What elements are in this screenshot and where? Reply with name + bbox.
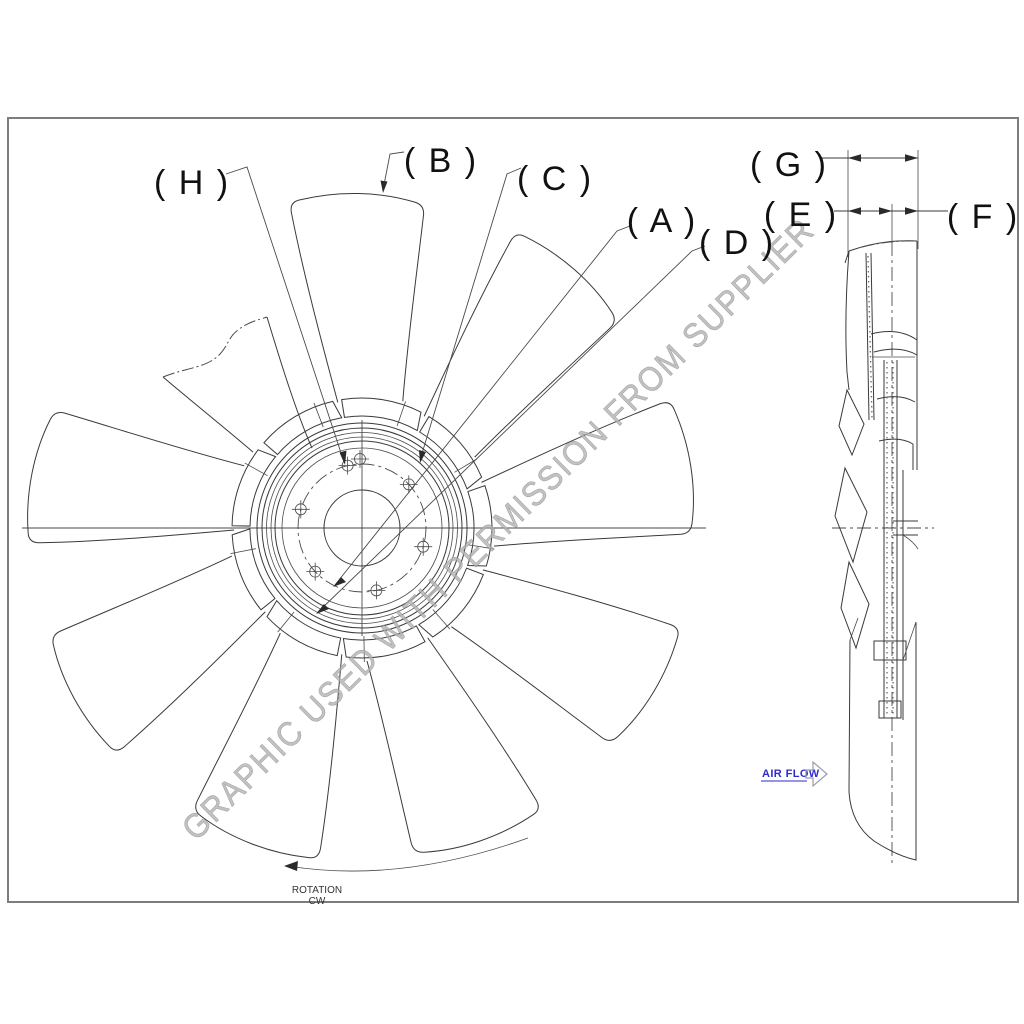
side-view: AIR FLOW (761, 150, 934, 866)
leader-arrowhead-h (339, 450, 347, 465)
blade-root-scoop (261, 598, 349, 658)
callout-label-e: ( E ) (764, 196, 838, 234)
leader-lines (225, 151, 706, 614)
dimensions (822, 154, 948, 215)
callout-label-h: ( H ) (154, 164, 230, 202)
fan-blade (290, 191, 428, 404)
callout-label-a: ( A ) (627, 202, 697, 240)
rotation-label-line1: ROTATION (292, 885, 342, 896)
callout-labels: ( H ) ( B ) ( C ) ( A ) ( D ) ( G ) ( E … (154, 142, 1019, 262)
bolt-hole (291, 499, 311, 519)
air-flow-arrow-icon (805, 760, 828, 788)
rotation-arrowhead (284, 861, 298, 871)
callout-label-c: ( C ) (517, 160, 593, 198)
leader-arrowhead-a (333, 577, 346, 587)
leader-line-d (317, 245, 706, 613)
callout-label-f: ( F ) (947, 198, 1019, 236)
bolt-hole (413, 537, 433, 557)
partial-blade (162, 316, 313, 453)
fan-blade (40, 534, 289, 757)
leader-arrowhead-c (419, 450, 426, 463)
leader-arrowhead-b (380, 180, 388, 193)
rotation-arrow (287, 837, 529, 872)
fan-blade (20, 408, 249, 574)
hub (256, 422, 468, 634)
leader-line-c (419, 167, 522, 461)
hub-bore (323, 489, 401, 567)
dimension-e (834, 207, 892, 215)
bolt-hole (366, 581, 386, 600)
front-view: ROTATION CW (20, 191, 706, 907)
blade-root-scoop (341, 396, 422, 433)
dimension-g (822, 154, 918, 162)
drawing-border (7, 117, 1019, 903)
leader-arrowhead-d (316, 604, 329, 614)
blade-root-scoop (218, 524, 290, 611)
watermark-text: GRAPHIC USED WITH PERMISSION FROM SUPPLI… (175, 211, 822, 848)
break-line (162, 316, 268, 378)
fan-rotor (20, 191, 704, 867)
dimension-f (892, 207, 948, 215)
air-flow-label: AIR FLOW (762, 768, 820, 780)
leader-line-a (334, 225, 631, 586)
callout-label-g: ( G ) (750, 146, 828, 184)
callout-label-d: ( D ) (699, 224, 775, 262)
leader-line-b (382, 151, 405, 191)
callout-label-b: ( B ) (404, 142, 478, 180)
leader-line-h (225, 166, 345, 463)
rotation-label-line2: CW (309, 896, 326, 907)
